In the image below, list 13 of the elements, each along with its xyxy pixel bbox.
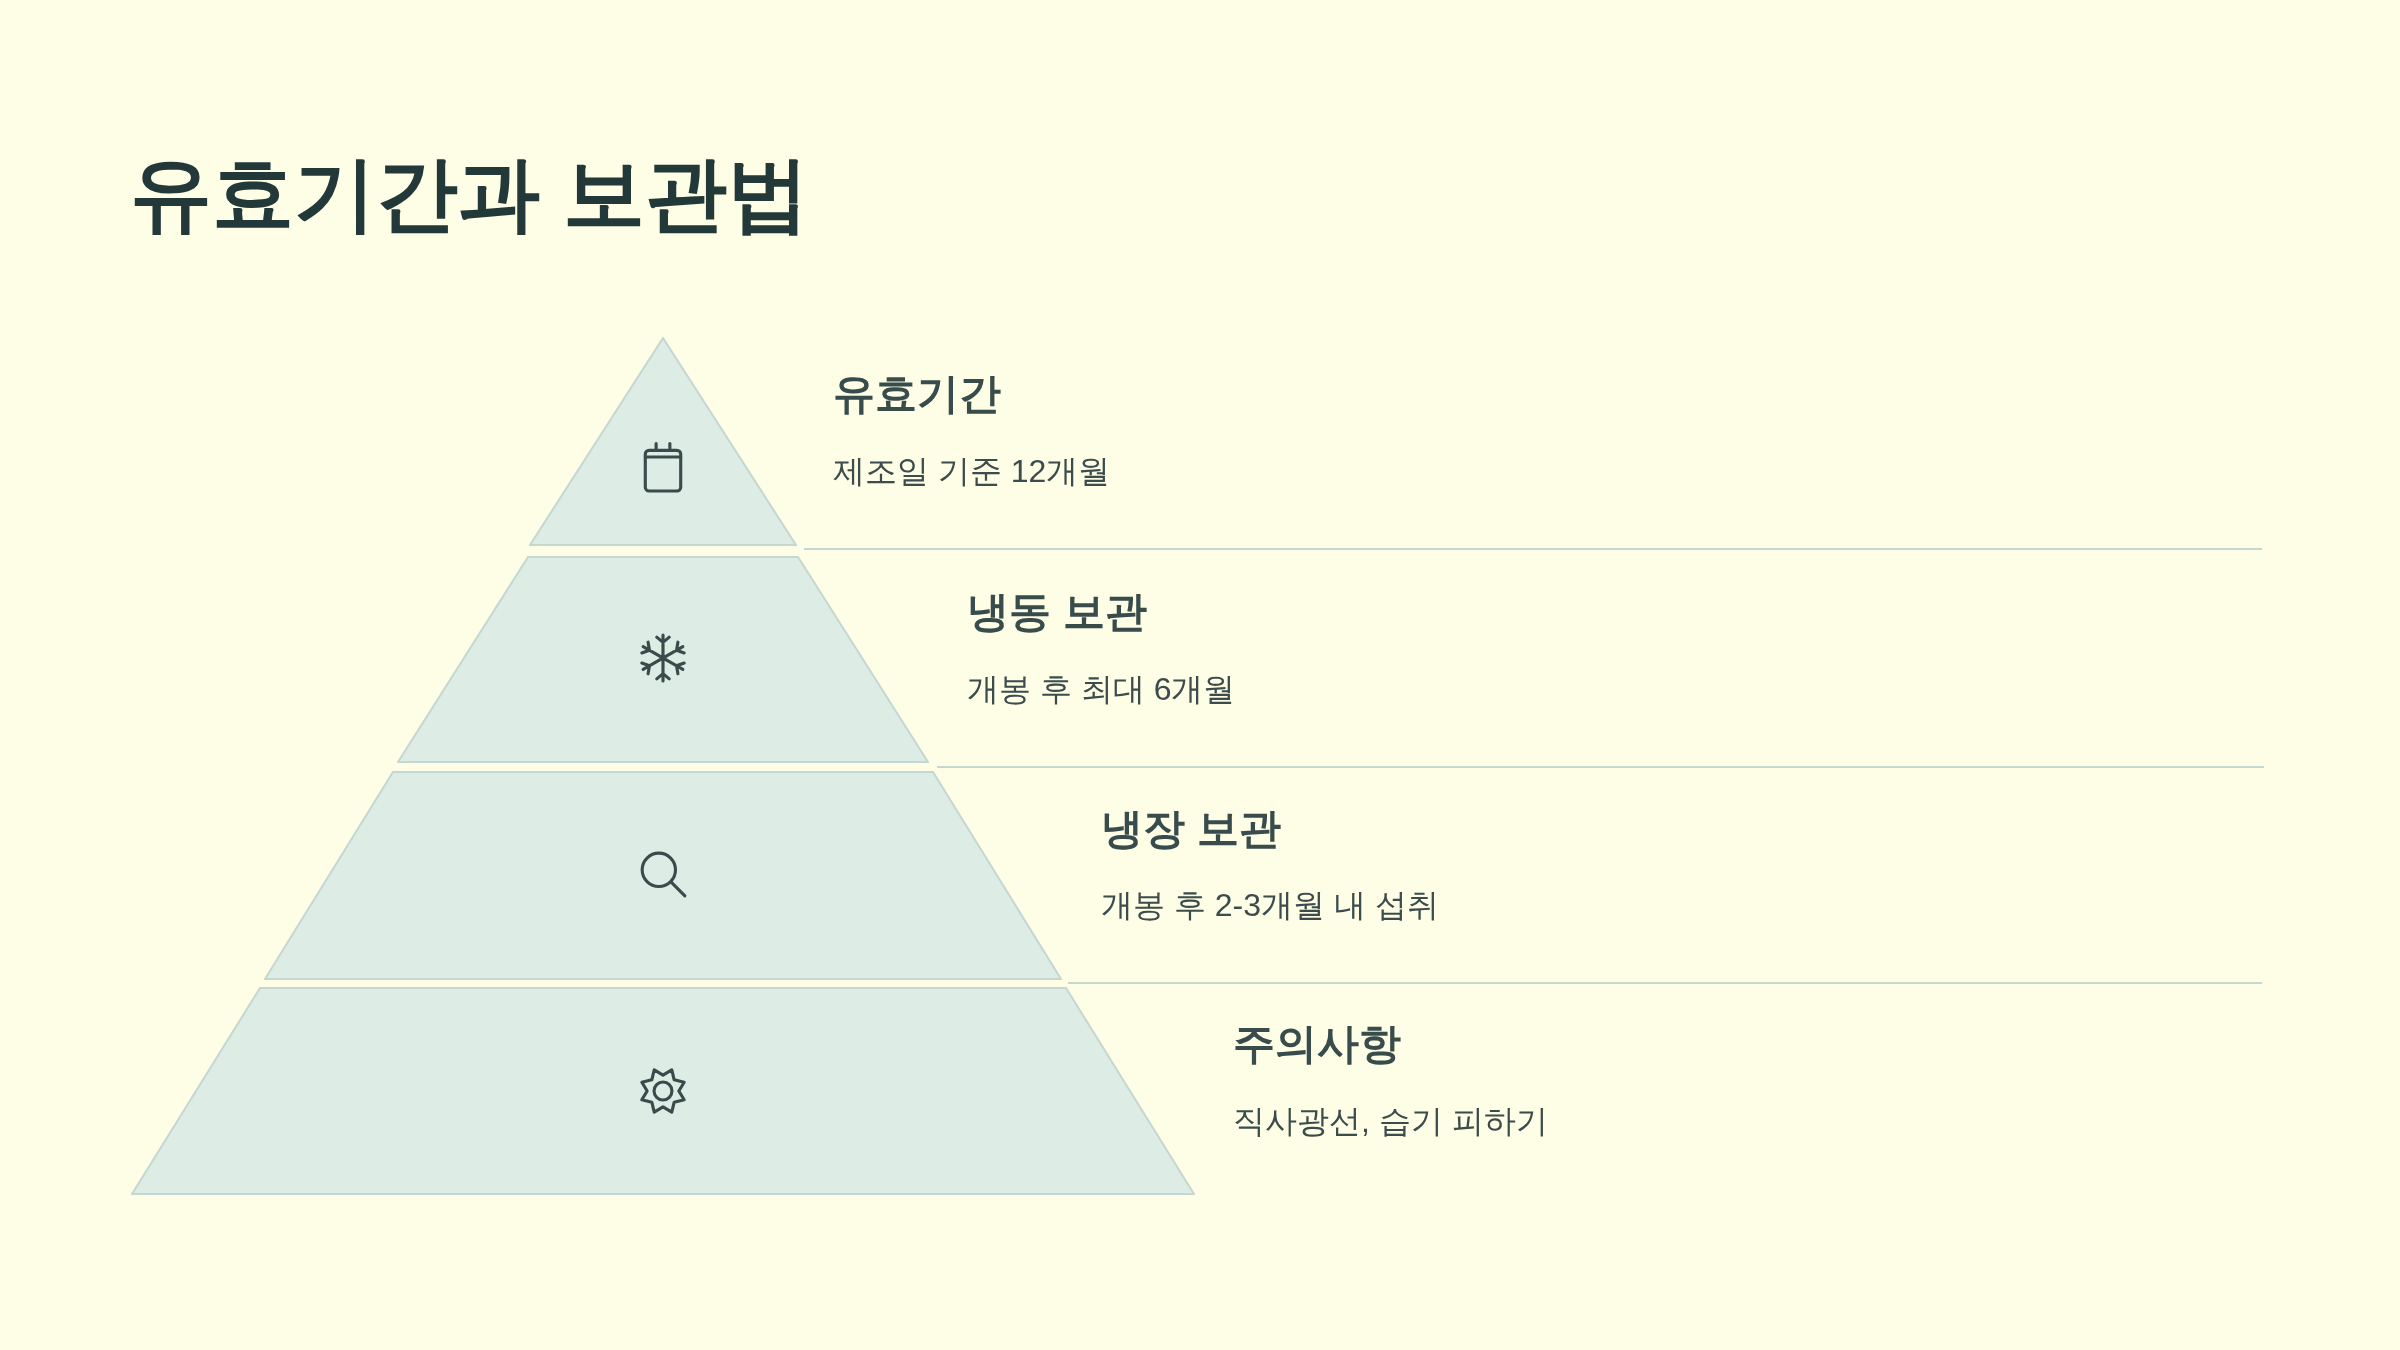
layer-heading: 냉장 보관 [1101, 808, 1281, 850]
layer-heading: 주의사항 [1233, 1023, 1401, 1065]
layer-description: 개봉 후 최대 6개월 [967, 673, 1236, 705]
pyramid-layer [529, 337, 797, 546]
layer-description: 개봉 후 2-3개월 내 섭취 [1101, 889, 1439, 921]
title: 유효기간과 보관법 [130, 153, 809, 235]
pyramid-layer [264, 771, 1062, 980]
layer-description: 직사광선, 습기 피하기 [1233, 1105, 1548, 1137]
layer-heading: 냉동 보관 [967, 591, 1147, 633]
pyramid-layer [131, 987, 1195, 1195]
layer-description: 제조일 기준 12개월 [833, 455, 1111, 487]
pyramid-layer [397, 556, 929, 763]
layer-heading: 유효기간 [833, 373, 1001, 415]
